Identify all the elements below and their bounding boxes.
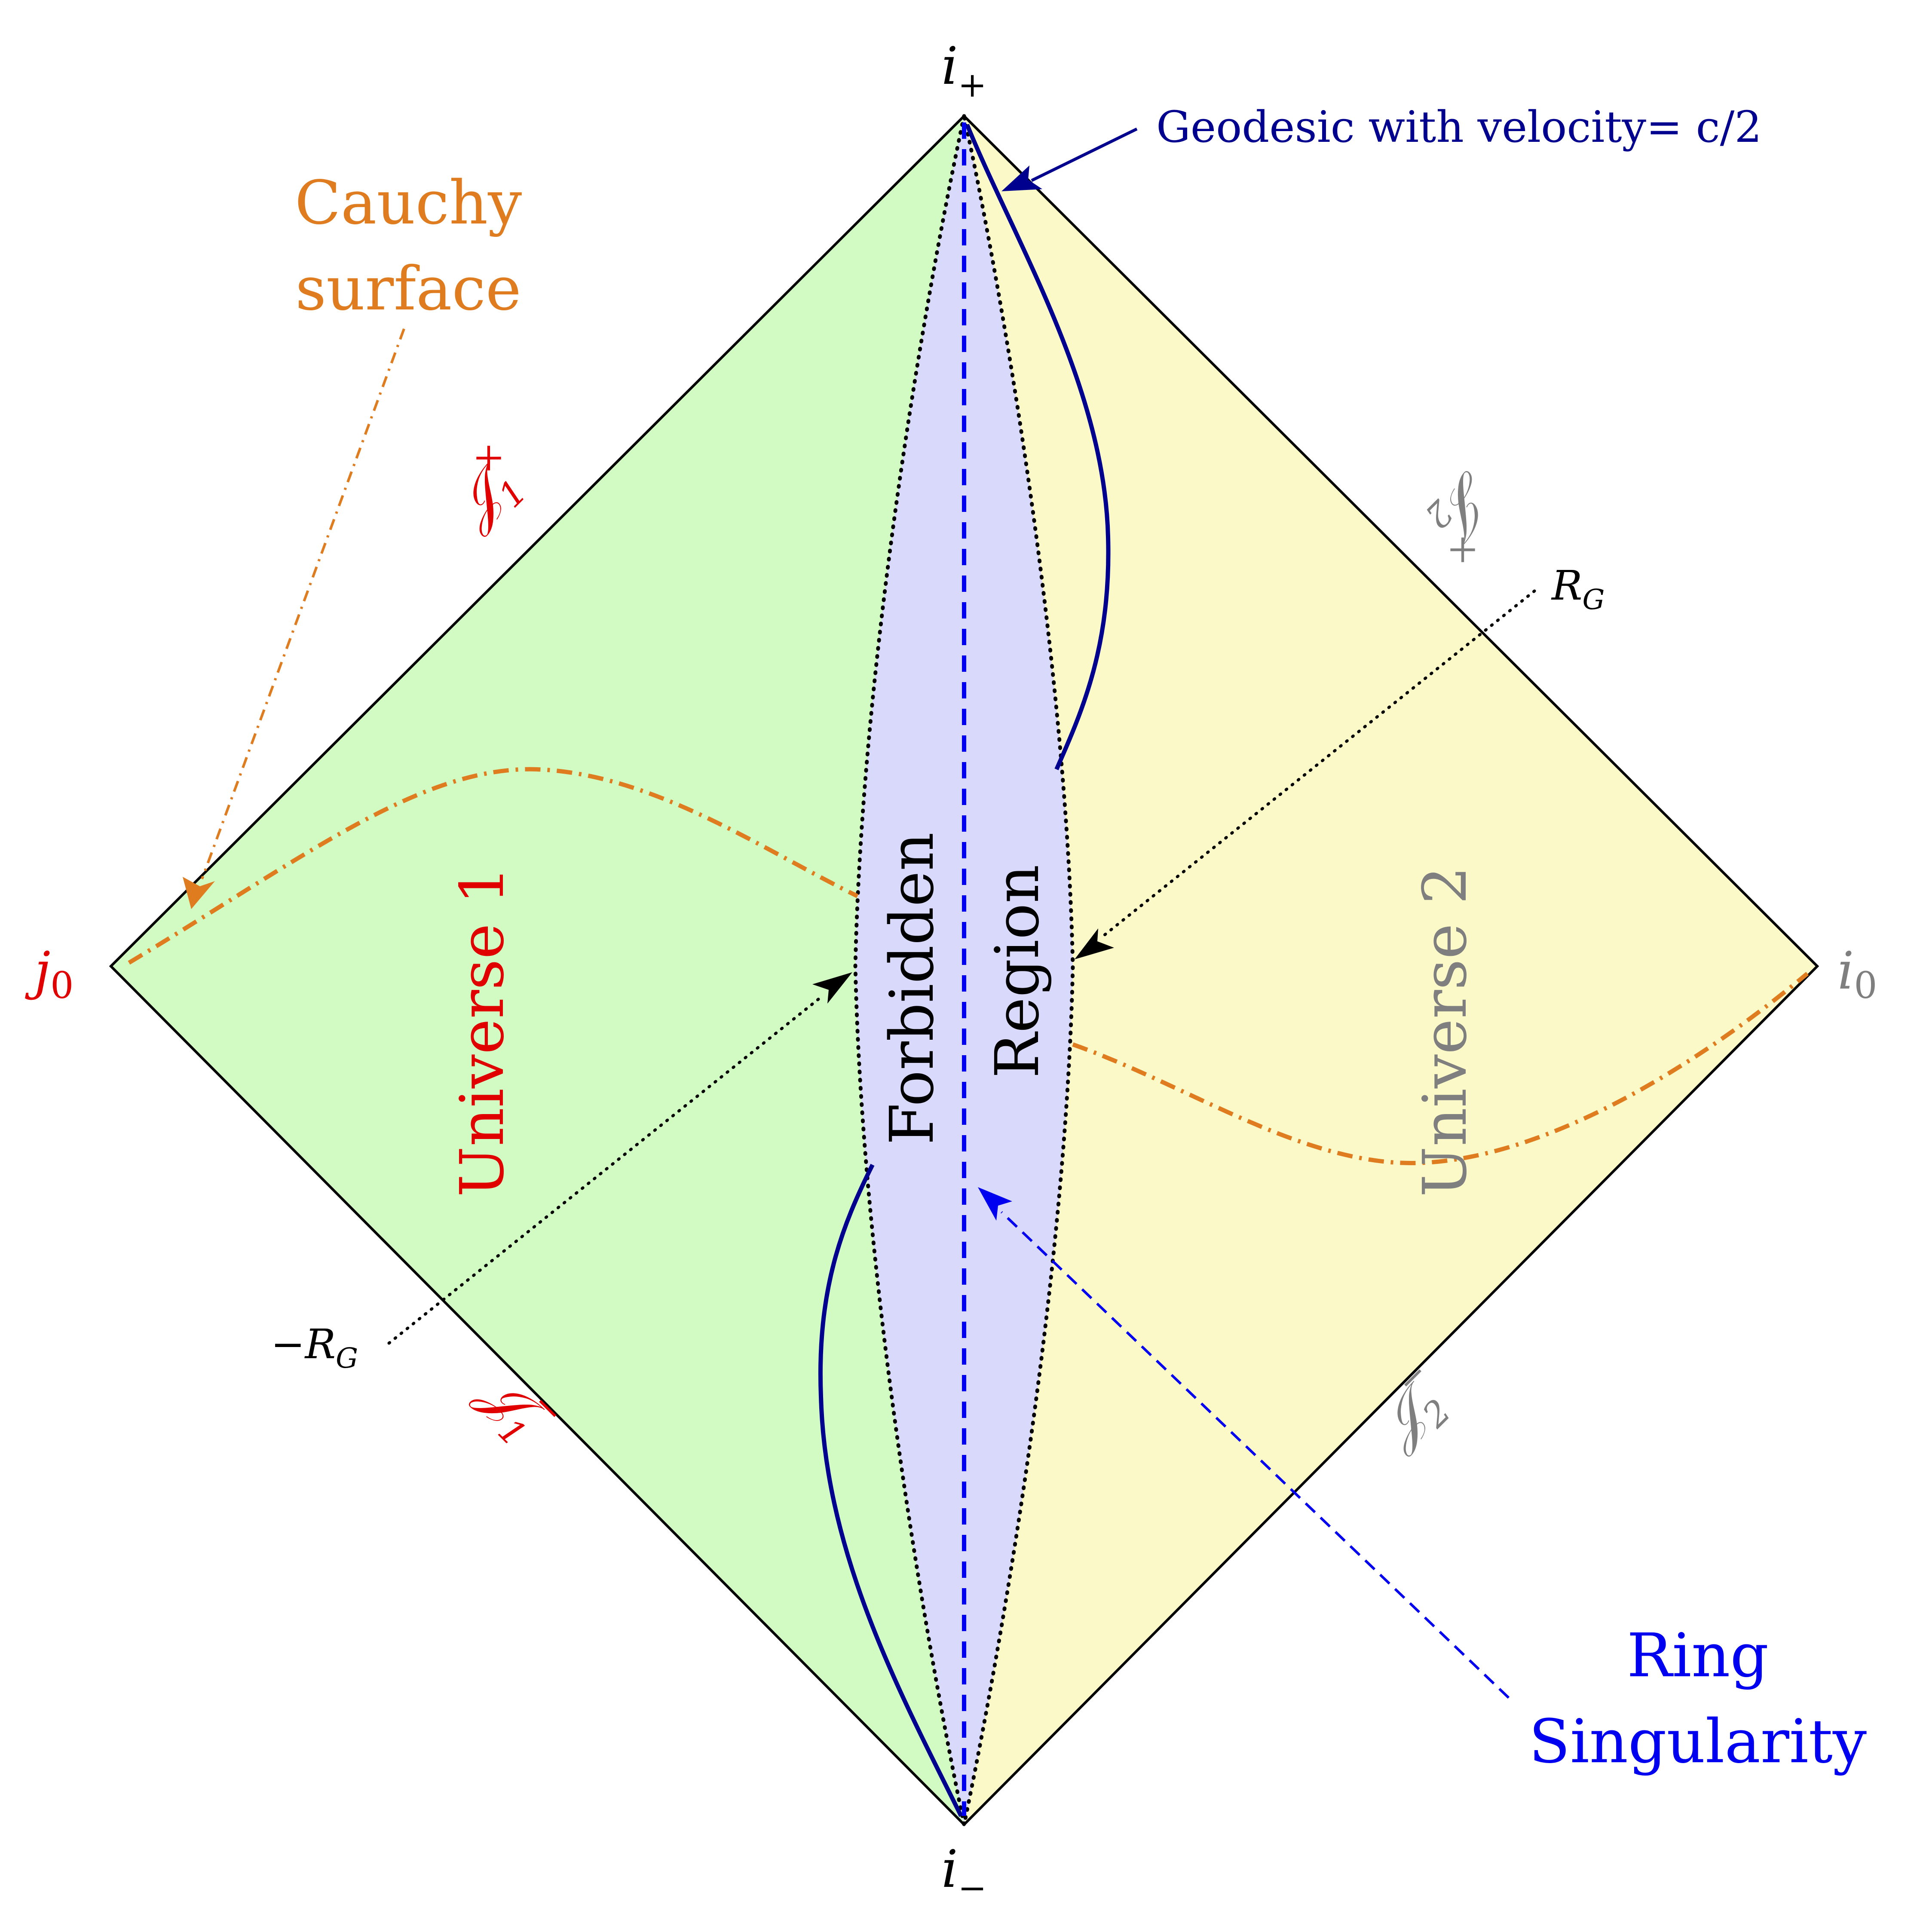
vertex-right-label: i0: [1837, 941, 1877, 1007]
forbidden-region: [855, 116, 1073, 1825]
rg-negative-arrow-head: [812, 972, 852, 1004]
ring-arrow-line: [1000, 1211, 1510, 1699]
scri-future-1-label: 𝒥1×: [431, 433, 542, 544]
universe-1-label: Universe 1: [447, 866, 518, 1197]
geodesic-arrow-line: [1031, 127, 1138, 182]
diagram-boundary: [109, 114, 1819, 1827]
vertex-bottom-label: i−: [941, 1840, 986, 1908]
universe-1-region: [111, 116, 964, 1825]
region-label: Region: [983, 864, 1053, 1078]
universe-2-region: [964, 116, 1817, 1825]
cauchy-label-line2: surface: [295, 254, 521, 324]
cauchy-arrow-head: [183, 877, 215, 909]
cauchy-label-line1: Cauchy: [295, 168, 522, 238]
scri-future-2-label: 𝒥2×: [1409, 463, 1520, 575]
universe-2-label: Universe 2: [1410, 866, 1480, 1197]
rg-negative-line: [387, 995, 823, 1345]
svg-text:𝒥1×: 𝒥1×: [431, 433, 542, 544]
ring-label-line1: Ring: [1627, 1621, 1769, 1691]
rg-positive-label: RG: [1551, 562, 1605, 616]
ring-label-line2: Singularity: [1529, 1707, 1867, 1777]
cauchy-surface-right: [1072, 972, 1809, 1165]
vertex-top-label: i+: [941, 37, 986, 105]
rg-positive-arrow-head: [1075, 928, 1114, 959]
geodesic-arrow-head: [1001, 165, 1042, 191]
forbidden-label: Forbidden: [877, 832, 947, 1145]
cauchy-arrow-line: [201, 328, 405, 880]
vertex-left-label: j0: [25, 941, 73, 1007]
geodesic-upper: [965, 124, 1111, 771]
ring-arrow-head: [978, 1187, 1012, 1221]
rg-positive-line: [1103, 589, 1536, 937]
cauchy-surface-left: [128, 767, 859, 965]
geodesic-lower: [818, 1163, 963, 1817]
rg-negative-label: −RG: [271, 1321, 358, 1375]
geodesic-label: Geodesic with velocity= c/2: [1156, 102, 1762, 152]
svg-text:𝒥2×: 𝒥2×: [1409, 463, 1520, 575]
